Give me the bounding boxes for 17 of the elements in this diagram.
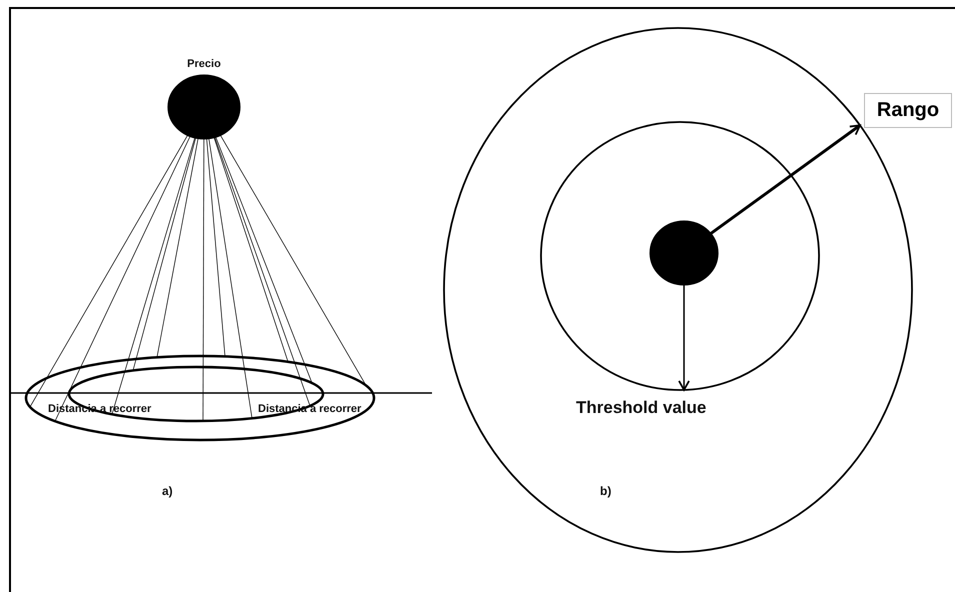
connector-line — [202, 138, 204, 422]
panel-label: a) — [162, 484, 173, 498]
connector-line — [156, 138, 198, 358]
panel-label: b) — [600, 484, 612, 498]
label-box: Rango — [864, 93, 952, 128]
connector-line — [112, 138, 196, 415]
node-label: Precio — [186, 58, 222, 70]
connector-line — [54, 136, 190, 422]
connector-line — [220, 135, 366, 386]
connector-line — [214, 137, 288, 362]
arrow — [678, 285, 690, 391]
connector-line — [206, 138, 226, 357]
connector-line — [132, 138, 196, 371]
threshold-label: Threshold value — [576, 398, 706, 418]
connector-line — [208, 138, 252, 419]
connector-line — [30, 135, 188, 408]
arrow — [710, 124, 861, 235]
